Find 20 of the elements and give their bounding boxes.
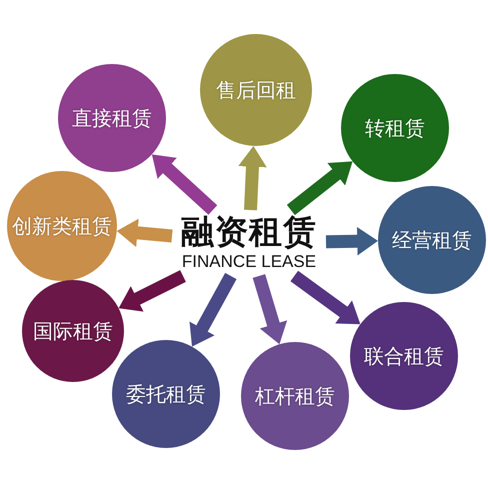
category-label: 创新类租赁 [12, 214, 112, 238]
arrow [326, 226, 378, 256]
arrow [118, 270, 186, 312]
category-label: 联合租赁 [364, 344, 444, 368]
subtitle-text: FINANCE LEASE [182, 252, 316, 272]
arrow [290, 270, 360, 324]
arrow [190, 272, 237, 347]
category-label: 直接租赁 [72, 106, 152, 130]
category-label: 国际租赁 [33, 319, 113, 343]
arrow [252, 274, 288, 344]
arrow [286, 161, 353, 216]
category-label: 售后回租 [216, 78, 296, 102]
category-label: 杠杆租赁 [255, 384, 335, 408]
title-text: 融资租赁 [181, 214, 317, 250]
arrow [238, 146, 267, 210]
category-label: 委托租赁 [126, 382, 206, 406]
arrow [116, 218, 173, 248]
category-label: 经营租赁 [392, 228, 472, 252]
category-label: 转租赁 [365, 116, 425, 140]
arrow [152, 154, 218, 215]
